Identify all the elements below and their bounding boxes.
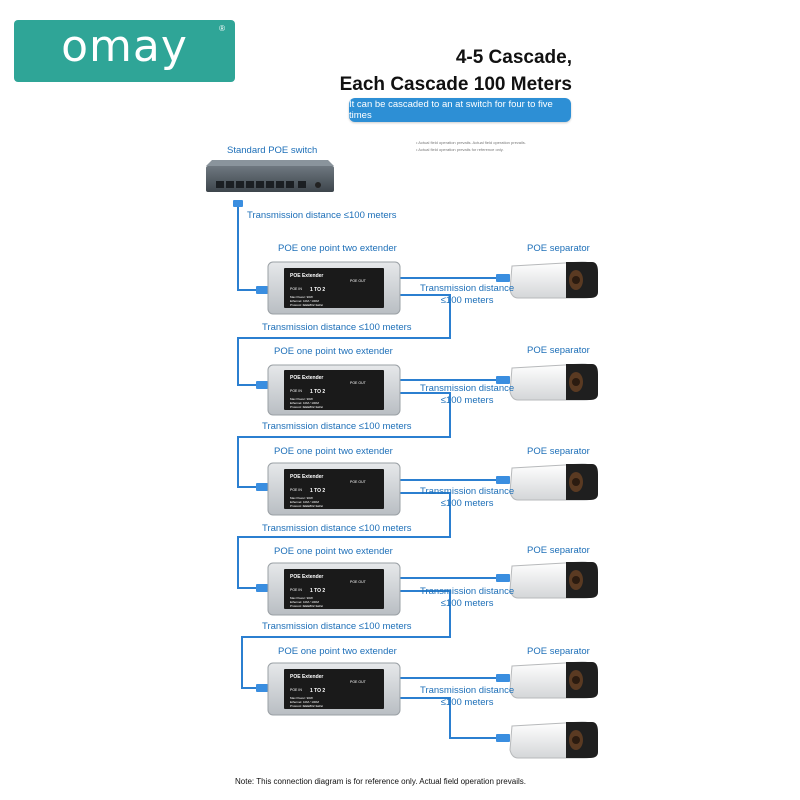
side-distance-line1: Transmission distance bbox=[420, 283, 515, 294]
spec-line: Ethernet: 10M / 100M bbox=[290, 700, 319, 704]
device-title: POE Extender bbox=[290, 474, 323, 480]
side-distance-line2: ≤100 meters bbox=[440, 295, 494, 306]
device-title: POE Extender bbox=[290, 674, 323, 680]
separator-label-3: POE separator bbox=[527, 446, 590, 457]
cameras bbox=[509, 261, 598, 759]
switch-label: Standard POE switch bbox=[227, 145, 318, 156]
extender-label-3: POE one point two extender bbox=[274, 446, 393, 457]
port-out-label: POE OUT bbox=[350, 580, 367, 584]
between-distance-1: Transmission distance ≤100 meters bbox=[262, 322, 412, 333]
subtitle-badge: It can be cascaded to an at switch for f… bbox=[349, 98, 571, 122]
camera-icon bbox=[509, 561, 598, 599]
extender-3: POE Extender bbox=[267, 462, 401, 516]
fine-print-2: • Actual field operation prevails for re… bbox=[416, 147, 504, 152]
cable-connectors bbox=[233, 200, 510, 742]
separator-label-5: POE separator bbox=[527, 646, 590, 657]
spec-line: Ethernet: 10M / 100M bbox=[290, 401, 319, 405]
camera-icon bbox=[509, 721, 598, 759]
spec-line: Max Power: 90W bbox=[290, 397, 313, 401]
side-distance-line2: ≤100 meters bbox=[440, 598, 494, 609]
spec-line: Protocol: IEEE802.3af/at bbox=[290, 704, 323, 708]
side-distance-line1: Transmission distance bbox=[420, 586, 515, 597]
extender-2: POE Extender bbox=[267, 364, 401, 416]
separator-label-4: POE separator bbox=[527, 545, 590, 556]
device-title: POE Extender bbox=[290, 574, 323, 580]
brand-logo: omay ® bbox=[14, 20, 235, 82]
poe-switch bbox=[206, 160, 334, 192]
port-in-label: POE IN bbox=[290, 389, 302, 393]
extender-label-5: POE one point two extender bbox=[278, 646, 397, 657]
first-distance-label: Transmission distance ≤100 meters bbox=[247, 210, 397, 221]
between-distance-3: Transmission distance ≤100 meters bbox=[262, 523, 412, 534]
port-out-label: POE OUT bbox=[350, 480, 367, 484]
footnote: Note: This connection diagram is for ref… bbox=[235, 777, 526, 786]
port-in-label: POE IN bbox=[290, 287, 302, 291]
spec-line: Protocol: IEEE802.3af/at bbox=[290, 303, 323, 307]
side-distance-line2: ≤100 meters bbox=[440, 395, 494, 406]
camera-icon bbox=[509, 463, 598, 501]
camera-icon bbox=[509, 261, 598, 299]
device-title: POE Extender bbox=[290, 273, 323, 279]
separator-label-1: POE separator bbox=[527, 243, 590, 254]
port-out-label: POE OUT bbox=[350, 279, 367, 283]
side-distance-line2: ≤100 meters bbox=[440, 697, 494, 708]
device-title: POE Extender bbox=[290, 375, 323, 381]
side-distance-line1: Transmission distance bbox=[420, 383, 515, 394]
side-distance-2: Transmission distance≤100 meters bbox=[420, 383, 514, 407]
port-in-label: POE IN bbox=[290, 688, 302, 692]
side-distance-line2: ≤100 meters bbox=[440, 498, 494, 509]
spec-line: Ethernet: 10M / 100M bbox=[290, 600, 319, 604]
camera-icon bbox=[509, 661, 598, 699]
port-out-label: POE OUT bbox=[350, 381, 367, 385]
spec-line: Ethernet: 10M / 100M bbox=[290, 299, 319, 303]
port-in-label: POE IN bbox=[290, 588, 302, 592]
ratio-label: 1 TO 2 bbox=[310, 688, 325, 694]
extender-label-4: POE one point two extender bbox=[274, 546, 393, 557]
between-distance-4: Transmission distance ≤100 meters bbox=[262, 621, 412, 632]
ratio-label: 1 TO 2 bbox=[310, 287, 325, 293]
extender-4: POE Extender bbox=[267, 562, 401, 616]
title-line-1: 4-5 Cascade, bbox=[455, 47, 572, 68]
side-distance-4: Transmission distance≤100 meters bbox=[420, 586, 514, 610]
port-in-label: POE IN bbox=[290, 488, 302, 492]
extender-1: POE Extender bbox=[267, 261, 401, 315]
side-distance-1: Transmission distance≤100 meters bbox=[420, 283, 514, 307]
title-line-2: Each Cascade 100 Meters bbox=[339, 74, 572, 95]
ratio-label: 1 TO 2 bbox=[310, 389, 325, 395]
side-distance-line1: Transmission distance bbox=[420, 685, 515, 696]
spec-line: Protocol: IEEE802.3af/at bbox=[290, 405, 323, 409]
ratio-label: 1 TO 2 bbox=[310, 488, 325, 494]
cable-network bbox=[237, 203, 500, 739]
extender-panel-details: POE IN 1 TO 2 POE OUT Max Power: 90W Eth… bbox=[290, 279, 367, 708]
side-distance-5: Transmission distance≤100 meters bbox=[420, 685, 514, 709]
fine-print-1: • Actual field operation prevails. Actua… bbox=[416, 140, 526, 145]
spec-line: Protocol: IEEE802.3af/at bbox=[290, 504, 323, 508]
spec-line: Max Power: 90W bbox=[290, 496, 313, 500]
port-out-label: POE OUT bbox=[350, 680, 367, 684]
separator-label-2: POE separator bbox=[527, 345, 590, 356]
page-title: 4-5 Cascade, Each Cascade 100 Meters bbox=[340, 44, 572, 98]
spec-line: Ethernet: 10M / 100M bbox=[290, 500, 319, 504]
spec-line: Max Power: 90W bbox=[290, 696, 313, 700]
registered-mark: ® bbox=[219, 24, 225, 33]
camera-icon bbox=[509, 363, 598, 401]
side-distance-3: Transmission distance≤100 meters bbox=[420, 486, 514, 510]
spec-line: Max Power: 90W bbox=[290, 596, 313, 600]
ratio-label: 1 TO 2 bbox=[310, 588, 325, 594]
extender-5: POE Extender bbox=[267, 662, 401, 716]
between-distance-2: Transmission distance ≤100 meters bbox=[262, 421, 412, 432]
spec-line: Max Power: 90W bbox=[290, 295, 313, 299]
spec-line: Protocol: IEEE802.3af/at bbox=[290, 604, 323, 608]
extender-label-2: POE one point two extender bbox=[274, 346, 393, 357]
side-distance-line1: Transmission distance bbox=[420, 486, 515, 497]
logo-text: omay bbox=[61, 21, 188, 72]
extender-label-1: POE one point two extender bbox=[278, 243, 397, 254]
